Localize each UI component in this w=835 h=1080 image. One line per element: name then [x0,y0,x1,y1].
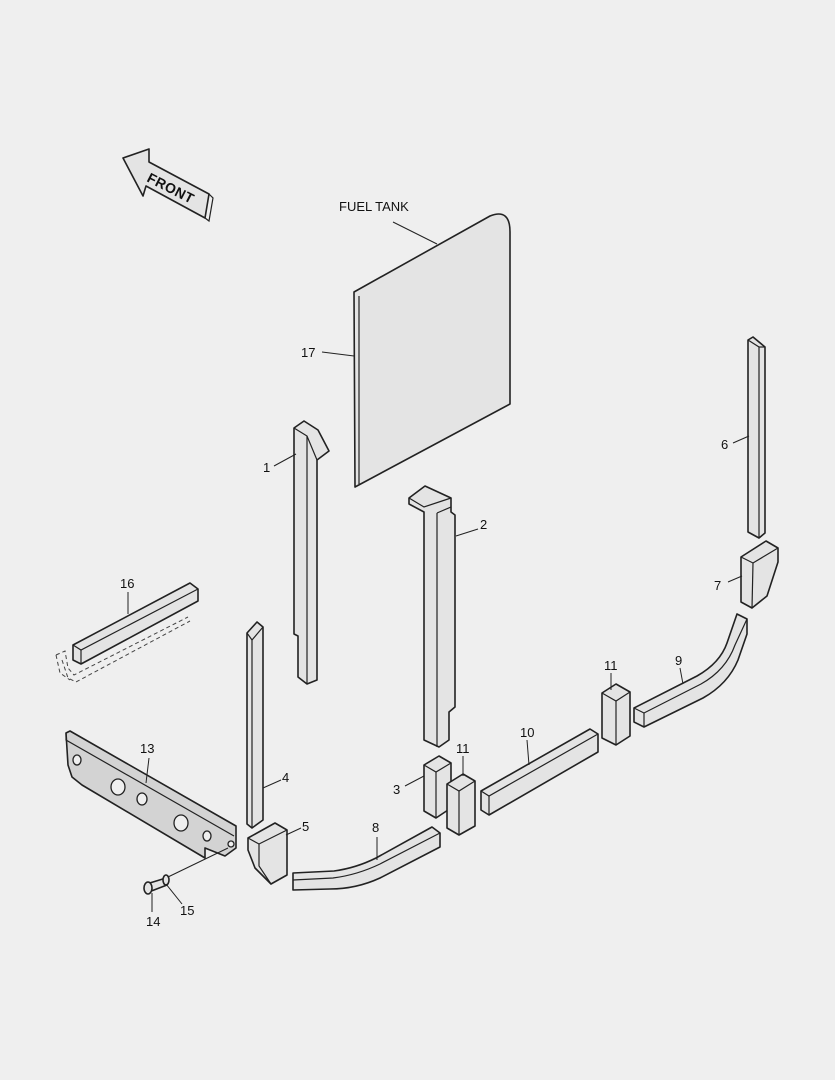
leader-7 [727,575,743,583]
part-2-spacer [408,485,456,748]
callout-9: 9 [675,653,682,668]
part-15-washer [162,874,170,886]
leader-1 [273,453,297,467]
part-11-block-upper [601,683,631,746]
leader-13 [145,757,150,784]
part-5-end-block [247,822,288,885]
leader-4 [262,779,282,789]
leader-17 [321,351,355,357]
callout-5: 5 [302,819,309,834]
callout-8: 8 [372,820,379,835]
part-4-strip [246,621,264,829]
fuel-tank-leader [392,221,438,245]
part-10-rail [480,728,599,816]
callout-16: 16 [120,576,134,591]
leader-2 [455,528,479,537]
front-arrow: FRONT [122,148,214,223]
leader-10 [526,739,530,766]
callout-11-lower: 11 [456,741,470,756]
part-16-angle-bracket [55,582,199,683]
callout-7: 7 [714,578,721,593]
callout-14: 14 [146,914,160,929]
callout-3: 3 [393,782,400,797]
callout-11-upper: 11 [604,658,618,673]
part-9-curved-rail [633,613,748,728]
part-8-curved-rail [292,826,441,891]
callout-13: 13 [140,741,154,756]
bolt-axis-line [167,847,229,878]
part-11-block-lower [446,773,476,836]
part-7-end-block [740,540,779,609]
leader-5 [285,827,302,836]
callout-2: 2 [480,517,487,532]
callout-6: 6 [721,437,728,452]
callout-10: 10 [520,725,534,740]
leader-15 [165,883,183,905]
callout-1: 1 [263,460,270,475]
callout-17: 17 [301,345,315,360]
leader-6 [732,435,750,444]
leader-9 [679,667,684,685]
part-13-mounting-bracket [65,730,237,859]
part-6-strip [747,336,766,539]
part-17-fuel-tank-panel [353,213,511,488]
fuel-tank-label: FUEL TANK [339,199,409,214]
leader-3 [404,775,425,787]
callout-4: 4 [282,770,289,785]
callout-15: 15 [180,903,194,918]
part-1-spacer [293,420,330,685]
